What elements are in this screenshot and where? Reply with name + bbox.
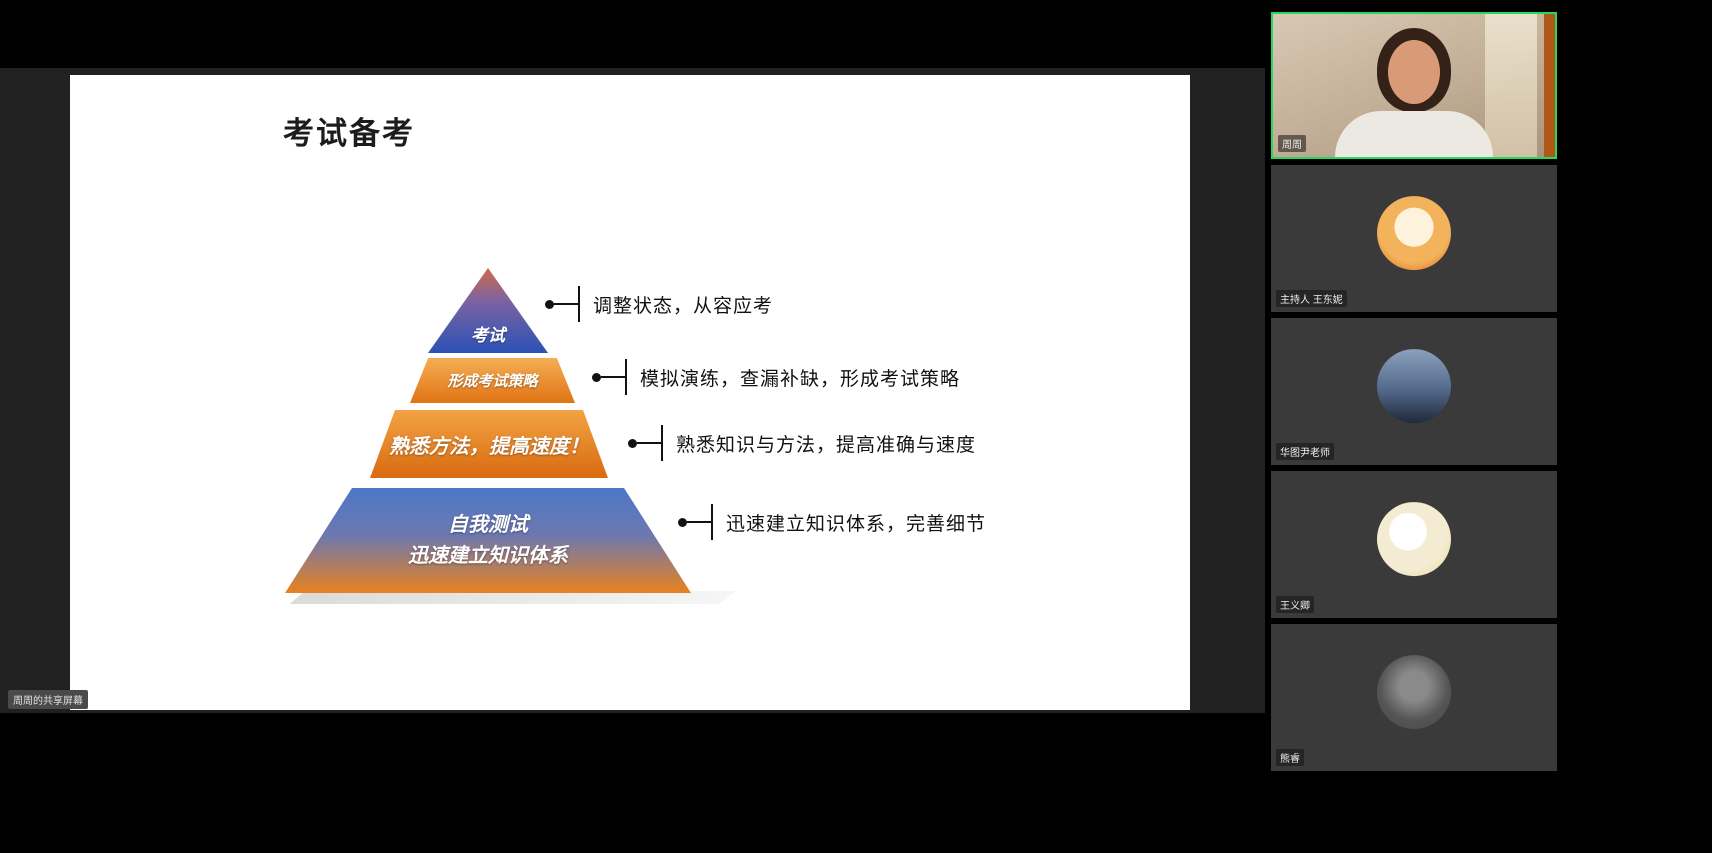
participant-tile-video[interactable]: 周周	[1271, 12, 1557, 159]
callout-tick	[711, 504, 713, 540]
participant-tile[interactable]: 熊睿	[1271, 624, 1557, 771]
callout-line	[601, 376, 625, 378]
callout-text: 调整状态，从容应考	[593, 295, 774, 317]
callout-level-3: 熟悉知识与方法，提高准确与速度	[628, 425, 976, 461]
video-background-window	[1485, 14, 1537, 157]
callout-tick	[625, 359, 627, 395]
person-shirt	[1335, 111, 1493, 157]
pyramid-level-4-label-line2: 迅速建立知识体系	[408, 544, 568, 567]
participant-name-label: 华图尹老师	[1276, 443, 1334, 460]
participant-tile[interactable]: 华图尹老师	[1271, 318, 1557, 465]
callout-level-1: 调整状态，从容应考	[545, 286, 773, 322]
pyramid-level-1: 考试	[428, 268, 548, 353]
avatar	[1377, 195, 1451, 270]
participant-tile[interactable]: 王义卿	[1271, 471, 1557, 618]
pyramid-level-2-label: 形成考试策略	[447, 373, 538, 390]
participant-tile[interactable]: 主持人 王东妮	[1271, 165, 1557, 312]
callout-line	[637, 442, 661, 444]
callout-dot-icon	[592, 372, 601, 382]
participant-video-frame	[1273, 14, 1555, 157]
callout-tick	[661, 425, 663, 461]
callout-line	[687, 521, 711, 523]
shared-screen-region: 考试备考 考试 形成考试策略 熟悉方法，提高速度！ 自我测试 迅速建立知识体系	[0, 68, 1265, 713]
pyramid-level-4: 自我测试 迅速建立知识体系	[285, 488, 691, 593]
participant-name-label: 王义卿	[1276, 596, 1314, 613]
avatar	[1377, 348, 1451, 423]
callout-dot-icon	[628, 438, 637, 448]
video-background-door	[1544, 14, 1555, 157]
pyramid-level-2: 形成考试策略	[410, 358, 575, 403]
callout-line	[554, 303, 578, 305]
pyramid-level-4-label-line1: 自我测试	[448, 513, 528, 536]
pyramid-level-3-label: 熟悉方法，提高速度！	[389, 435, 589, 458]
presentation-slide: 考试备考 考试 形成考试策略 熟悉方法，提高速度！ 自我测试 迅速建立知识体系	[70, 75, 1190, 710]
callout-level-4: 迅速建立知识体系，完善细节	[678, 504, 986, 540]
pyramid-level-3: 熟悉方法，提高速度！	[370, 410, 608, 478]
participant-name-label: 熊睿	[1276, 749, 1304, 766]
participant-name-label: 主持人 王东妮	[1276, 290, 1347, 307]
participant-name-label: 周周	[1278, 135, 1306, 152]
callout-text: 熟悉知识与方法，提高准确与速度	[676, 434, 977, 456]
avatar	[1377, 654, 1451, 729]
person-face	[1388, 40, 1440, 104]
slide-title: 考试备考	[283, 116, 415, 151]
pyramid-level-1-label: 考试	[471, 326, 505, 345]
shared-screen-owner-label: 周周的共享屏幕	[8, 690, 88, 709]
callout-dot-icon	[545, 299, 554, 309]
callout-level-2: 模拟演练，查漏补缺，形成考试策略	[592, 359, 960, 395]
callout-dot-icon	[678, 517, 687, 527]
callout-tick	[578, 286, 580, 322]
callout-text: 模拟演练，查漏补缺，形成考试策略	[640, 368, 961, 390]
callout-text: 迅速建立知识体系，完善细节	[726, 513, 987, 535]
avatar	[1377, 501, 1451, 576]
